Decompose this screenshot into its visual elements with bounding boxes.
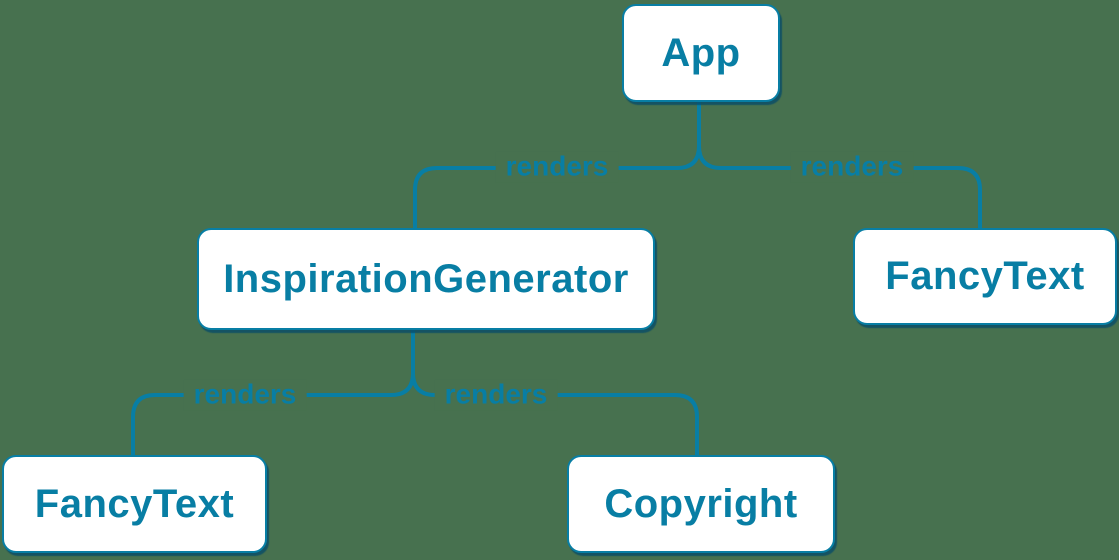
tree-node-fancy-text-left: FancyText <box>2 455 267 553</box>
tree-node-app: App <box>622 4 780 102</box>
edge-label-renders: renders <box>183 379 307 411</box>
tree-node-inspiration-generator: InspirationGenerator <box>197 228 655 330</box>
tree-node-copyright: Copyright <box>567 455 835 553</box>
edge-label-renders: renders <box>790 151 914 183</box>
tree-node-fancy-text-right: FancyText <box>853 228 1117 325</box>
edge-label-renders: renders <box>434 379 558 411</box>
edge-label-renders: renders <box>495 151 619 183</box>
